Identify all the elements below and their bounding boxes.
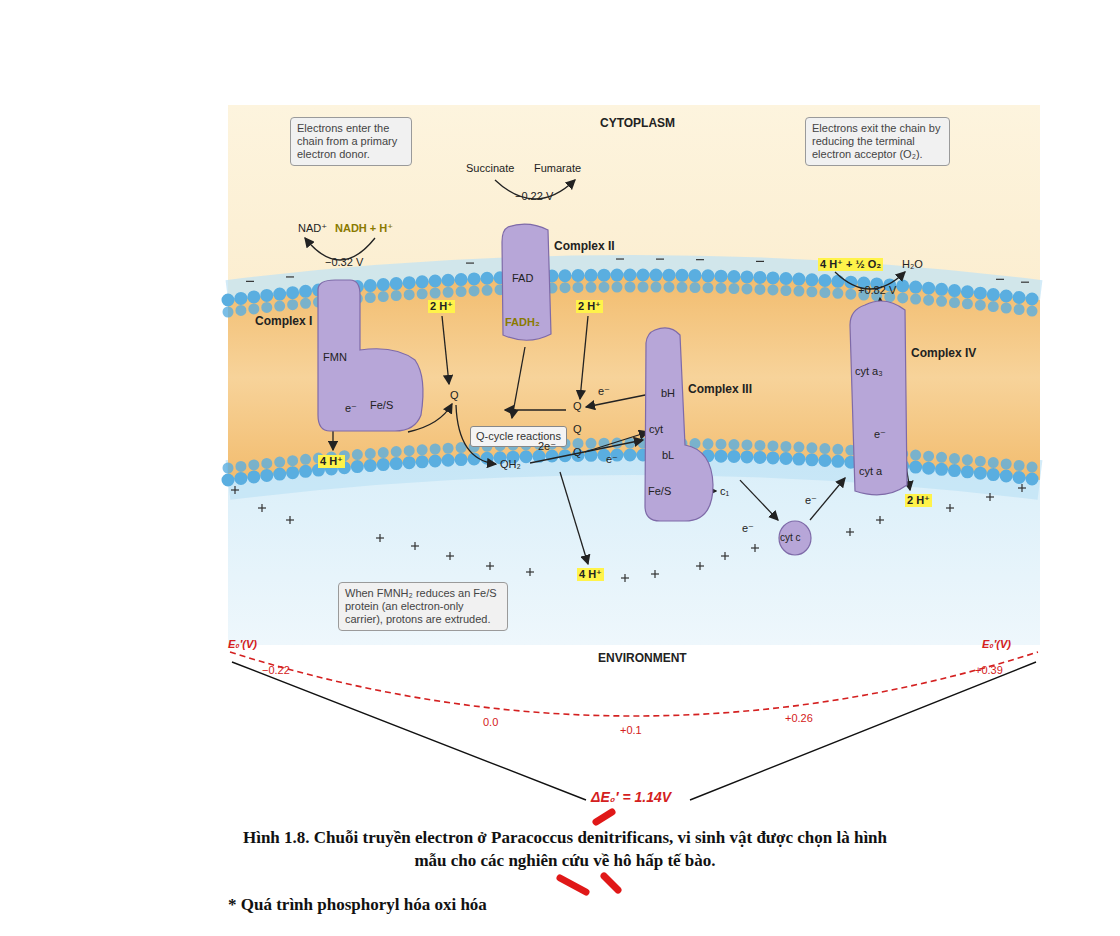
axis-label: E₀′(V) — [982, 638, 1011, 651]
donor-label: NADH + H⁺ — [335, 222, 393, 235]
complex-iii: Complex IIIbHcytbLFe/Sc₁ — [640, 325, 740, 530]
section-heading: * Quá trình phosphoryl hóa oxi hóa — [228, 898, 487, 911]
electron-label: e⁻ — [598, 385, 610, 398]
complex-name: Complex III — [688, 383, 752, 396]
callout-box: When FMNH₂ reduces an Fe/S protein (an e… — [338, 582, 508, 631]
carrier-label: bL — [662, 449, 674, 462]
potential-value: 0.0 — [483, 716, 498, 729]
potential-label: −0.22 V — [515, 190, 553, 203]
electron-label: e⁻ — [606, 453, 618, 466]
carrier-label: Fe/S — [648, 485, 671, 498]
carrier-label: cyt a₃ — [855, 365, 883, 378]
quinone-label: Q — [573, 446, 582, 459]
quinone-label: Q — [573, 400, 582, 413]
complex-name: Complex II — [554, 240, 615, 253]
proton-label: 2 H⁺ — [428, 300, 455, 313]
cytochrome-c: cyt c — [778, 520, 812, 556]
complex-name: cyt c — [780, 531, 801, 545]
cofactor-label: NAD⁺ — [298, 222, 327, 235]
carrier-label: cyt a — [859, 465, 882, 478]
electron-label: e⁻ — [874, 428, 886, 441]
potential-label: −0.32 V — [325, 256, 363, 269]
proton-label: 4 H⁺ — [577, 568, 604, 581]
callout-text: Electrons exit the chain by reducing the… — [812, 122, 943, 161]
electron-label: 2e⁻ — [538, 440, 556, 453]
electron-label: e⁻ — [345, 402, 357, 415]
callout-text: Electrons enter the chain from a primary… — [297, 122, 405, 161]
figure-caption: Hình 1.8. Chuỗi truyền electron ở Paraco… — [240, 826, 890, 872]
potential-value: +0.26 — [785, 712, 813, 725]
potential-difference: ΔE₀′ = 1.14V — [588, 791, 674, 804]
complex-iv: Complex IV cyt a₃ cyt a — [845, 295, 975, 505]
carrier-label: FAD — [512, 272, 533, 285]
carrier-label: bH — [661, 387, 675, 400]
electron-label: e⁻ — [805, 494, 817, 507]
product-label: Fumarate — [534, 162, 581, 175]
carrier-label: FMN — [323, 351, 347, 364]
proton-label: 2 H⁺ — [576, 300, 603, 313]
complex-name: Complex IV — [911, 347, 976, 360]
callout-box: Electrons exit the chain by reducing the… — [805, 117, 950, 166]
electron-label: e⁻ — [742, 522, 754, 535]
quinone-label: Q — [450, 389, 459, 402]
potential-label: +0.82 V — [858, 284, 896, 297]
complex-name: Complex I — [255, 315, 312, 328]
proton-label: 2 H⁺ — [905, 494, 932, 507]
substrate-label: Succinate — [466, 162, 514, 175]
carrier-label: cyt — [649, 423, 663, 436]
region-label: ENVIRONMENT — [598, 652, 687, 665]
potential-value: +0.1 — [620, 724, 642, 737]
region-label: CYTOPLASM — [600, 117, 675, 130]
carrier-label: FADH₂ — [505, 316, 540, 329]
axis-label: E₀′(V) — [228, 638, 257, 651]
complex-ii: Complex II FAD FADH₂ — [498, 222, 618, 347]
carrier-label: Fe/S — [370, 399, 393, 412]
callout-text: When FMNH₂ reduces an Fe/S protein (an e… — [345, 587, 501, 626]
callout-box: Electrons enter the chain from a primary… — [290, 117, 412, 166]
acceptor-label: 4 H⁺ + ½ O₂ — [818, 258, 883, 271]
carrier-label: c₁ — [720, 485, 729, 498]
quinol-label: QH₂ — [500, 458, 521, 471]
product-label: H₂O — [902, 258, 923, 271]
potential-value: −0.22 — [262, 664, 290, 677]
complex-i: Complex I FMN Fe/S — [255, 265, 425, 437]
quinone-label: Q — [573, 423, 582, 436]
proton-label: 4 H⁺ — [318, 455, 345, 468]
electron-transfer-arrow — [740, 480, 778, 520]
potential-value: +0.39 — [975, 664, 1003, 677]
